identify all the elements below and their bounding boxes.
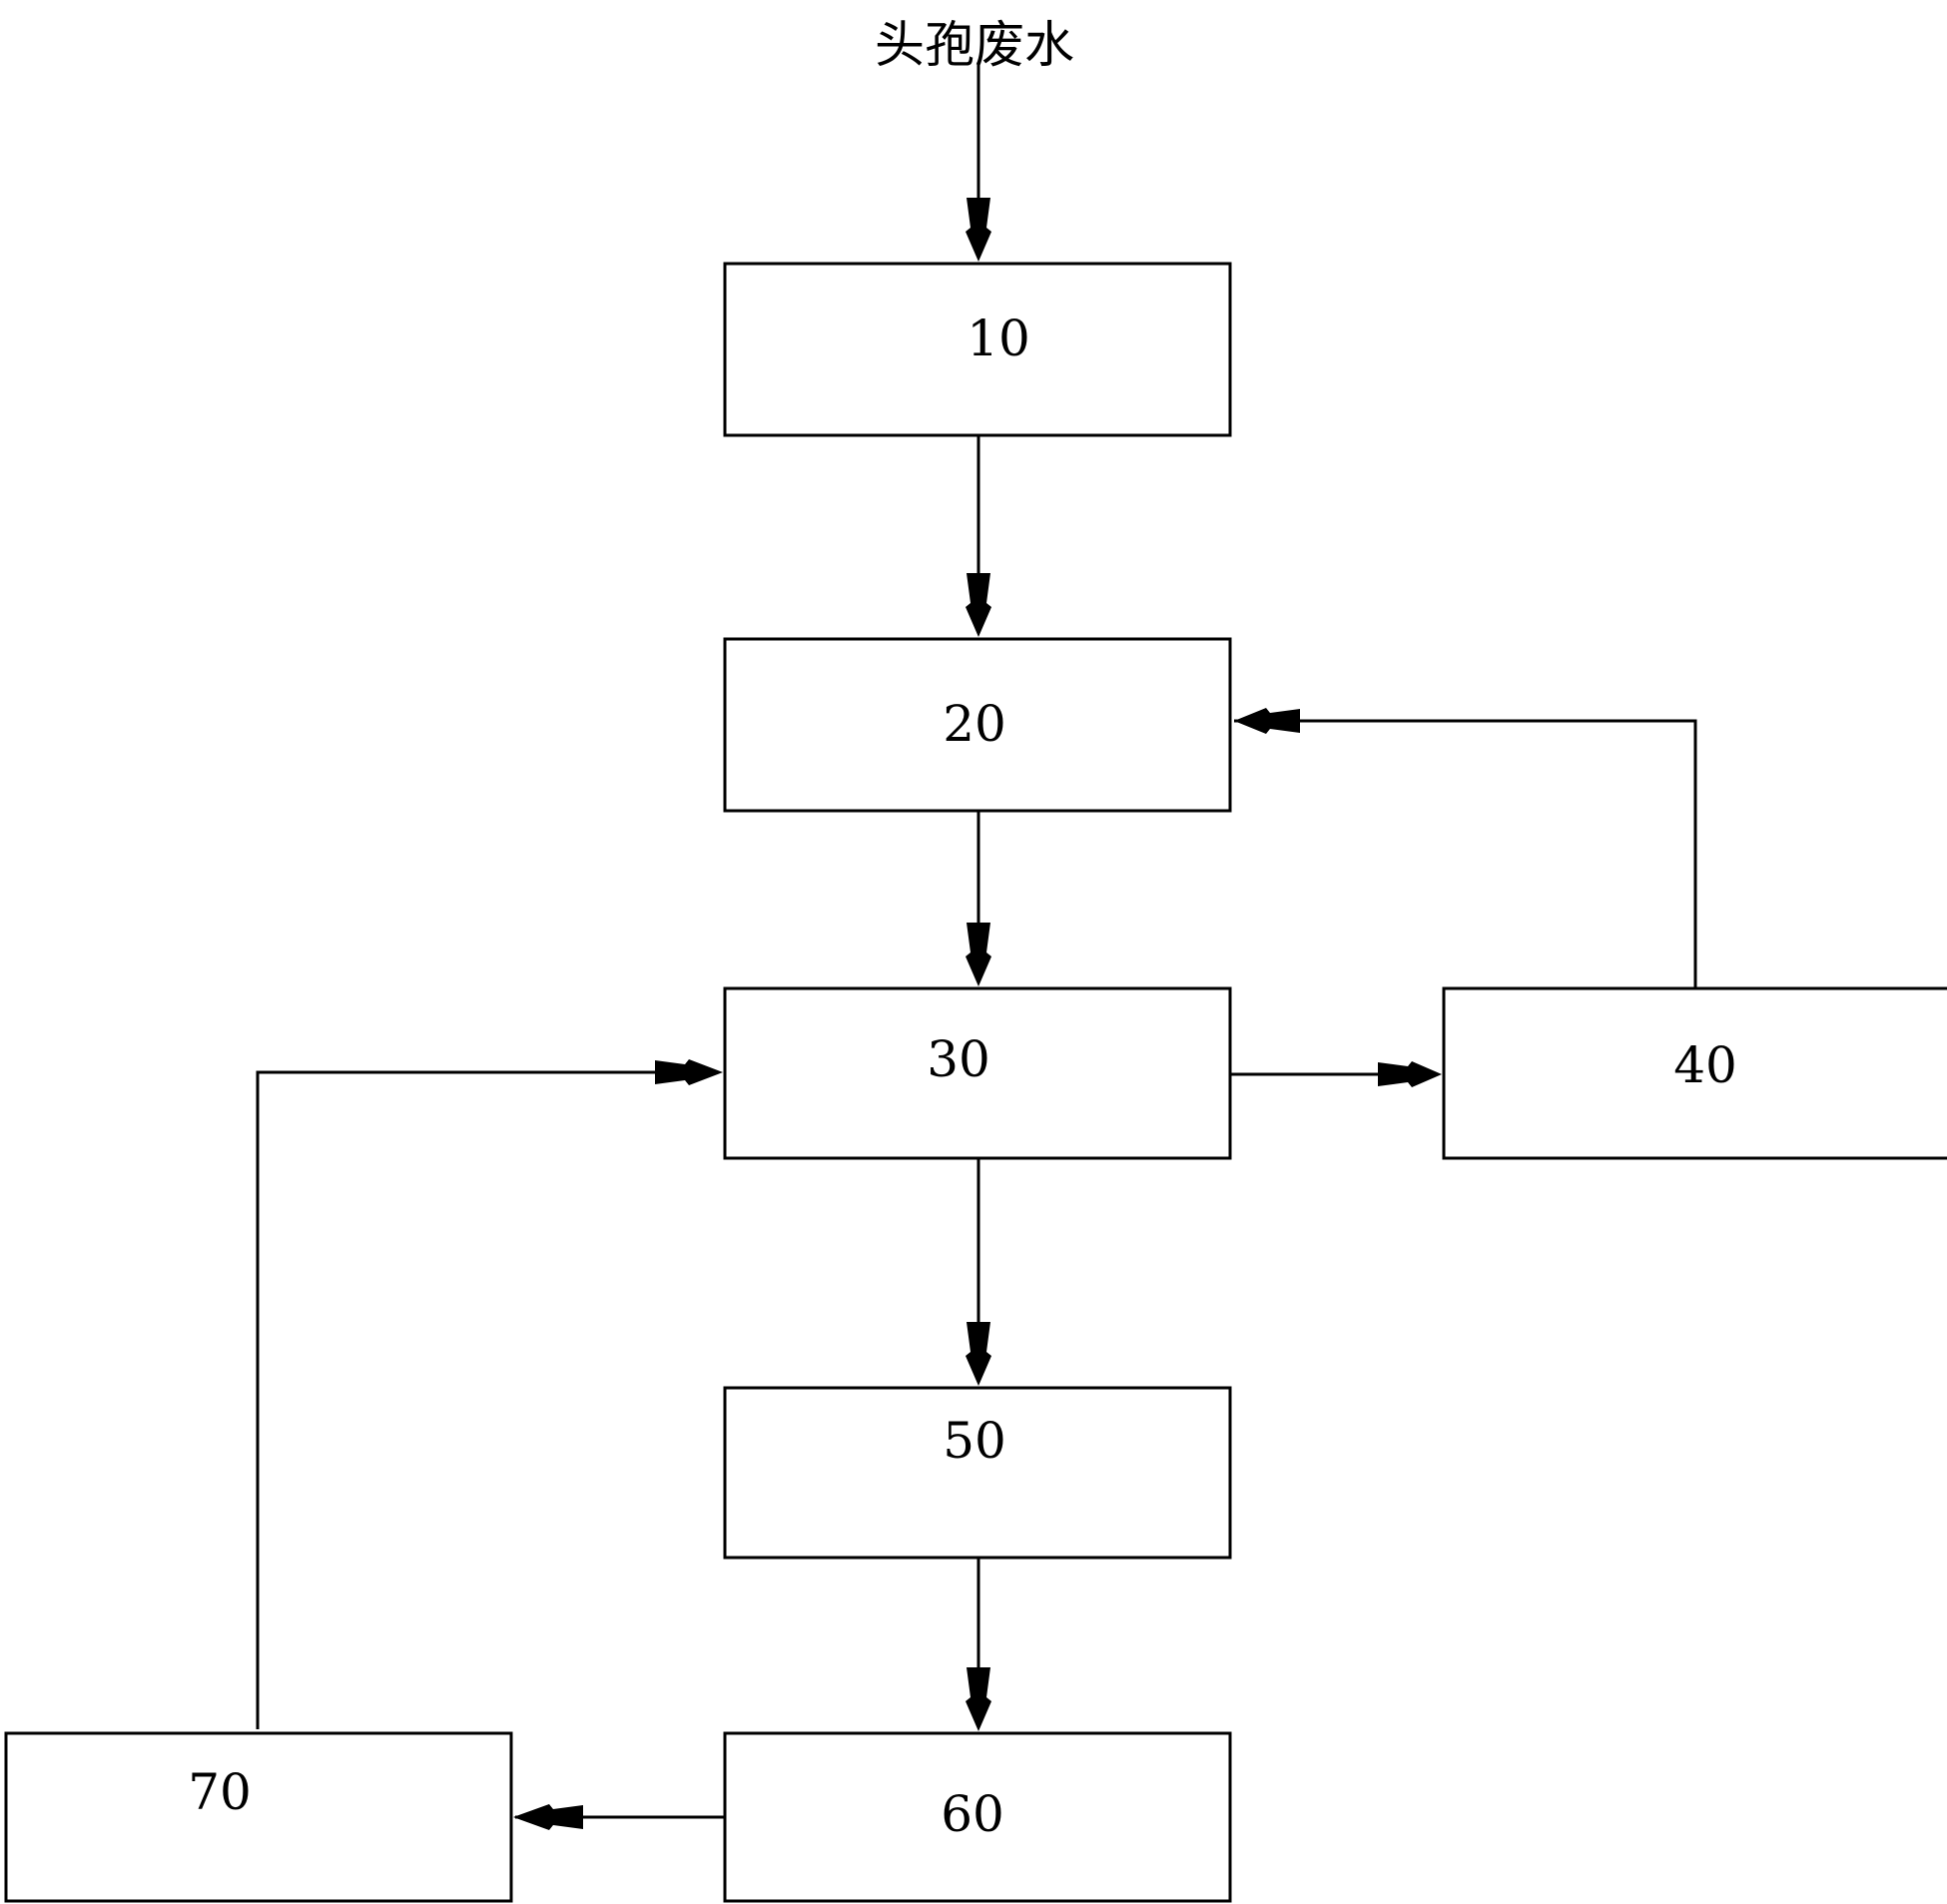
connectors (256, 62, 1697, 1819)
arrowhead-into-50 (966, 1322, 991, 1386)
arrowhead-into-70 (513, 1804, 583, 1830)
arrowhead-into-20-side (1234, 708, 1300, 734)
box-40-label: 40 (1673, 1036, 1737, 1094)
box-70: 70 (4, 1731, 513, 1903)
box-30: 30 (723, 986, 1232, 1160)
arrowheads (513, 198, 1442, 1830)
box-50: 50 (723, 1386, 1232, 1560)
connector-40-to-20 (1234, 719, 1697, 988)
box-60: 60 (723, 1731, 1232, 1903)
arrowhead-into-10 (966, 198, 991, 262)
connector-70-to-30 (256, 1070, 719, 1729)
box-20-label: 20 (943, 695, 1006, 753)
box-60-label: 60 (941, 1785, 1004, 1843)
arrowhead-into-30-side (655, 1059, 723, 1085)
input-label-wastewater: 头孢废水 (875, 16, 1074, 74)
box-10-label: 10 (967, 310, 1030, 367)
box-10: 10 (723, 262, 1232, 437)
box-70-label: 70 (188, 1763, 252, 1821)
arrowhead-into-60 (966, 1667, 991, 1731)
box-20: 20 (723, 637, 1232, 813)
box-40: 40 (1442, 986, 1947, 1160)
arrowhead-into-40 (1378, 1061, 1442, 1087)
arrowhead-into-20 (966, 573, 991, 637)
box-50-label: 50 (943, 1412, 1006, 1470)
box-30-label: 30 (927, 1030, 990, 1088)
arrowhead-into-30-top (966, 923, 991, 986)
